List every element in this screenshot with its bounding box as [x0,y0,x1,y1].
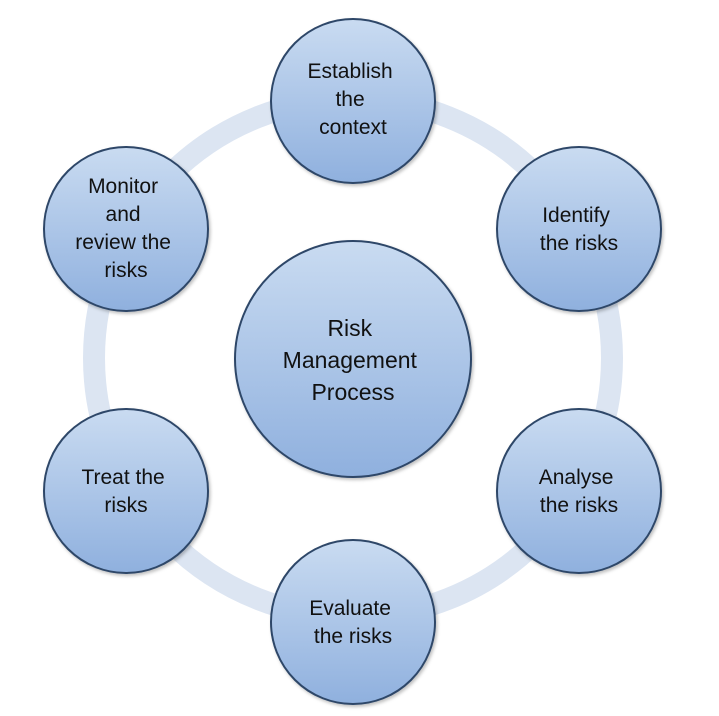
step-label-line: Establish [307,60,392,83]
step-label-line: the risks [314,625,392,648]
step-label-line: Analyse [539,466,614,489]
step-circle [43,408,209,574]
step-label-line: review the [75,231,171,254]
step-label-line: Monitor [88,175,158,198]
step-circle [43,146,209,312]
step-circle [270,18,436,184]
step-identify-risks: Identify the risks [496,146,662,312]
step-label-line: the risks [540,232,618,255]
step-evaluate-risks: Evaluate the risks [270,539,436,705]
step-label-line: risks [104,494,147,517]
svg-text:Evaluate the risks: Evaluate the risks [309,597,397,648]
step-establish-context: Establish the context [270,18,436,184]
step-label-line: context [319,116,387,139]
step-label-line: Identify [542,204,610,227]
step-label-line: the [335,88,364,111]
center-title-line-2: Management [283,347,418,373]
step-label-line: and [106,203,141,226]
step-circle [496,146,662,312]
step-label-line: the risks [540,494,618,517]
step-circle [270,539,436,705]
center-circle [234,240,472,478]
step-monitor-review: Monitor and review the risks [43,146,209,312]
step-treat-risks: Treat the risks [43,408,209,574]
svg-text:Identify the risks: Identify the risks [540,204,618,255]
center-title-line-3: Process [311,379,394,405]
step-label-line: Treat the [81,466,164,489]
svg-text:Treat the risks: Treat the risks [81,466,170,517]
svg-text:Establish the cont: Establish the context [307,60,398,139]
step-label-line: risks [104,259,147,282]
svg-text:Risk Management Pr: Risk Management Process [283,315,424,405]
step-analyse-risks: Analyse the risks [496,408,662,574]
step-label-line: Evaluate [309,597,391,620]
svg-text:Analyse the risks: Analyse the risks [539,466,620,517]
svg-text:Monitor and review: Monitor and review the risks [75,175,177,282]
center-node: Risk Management Process [234,240,472,478]
center-title-line-1: Risk [327,315,372,341]
step-circle [496,408,662,574]
